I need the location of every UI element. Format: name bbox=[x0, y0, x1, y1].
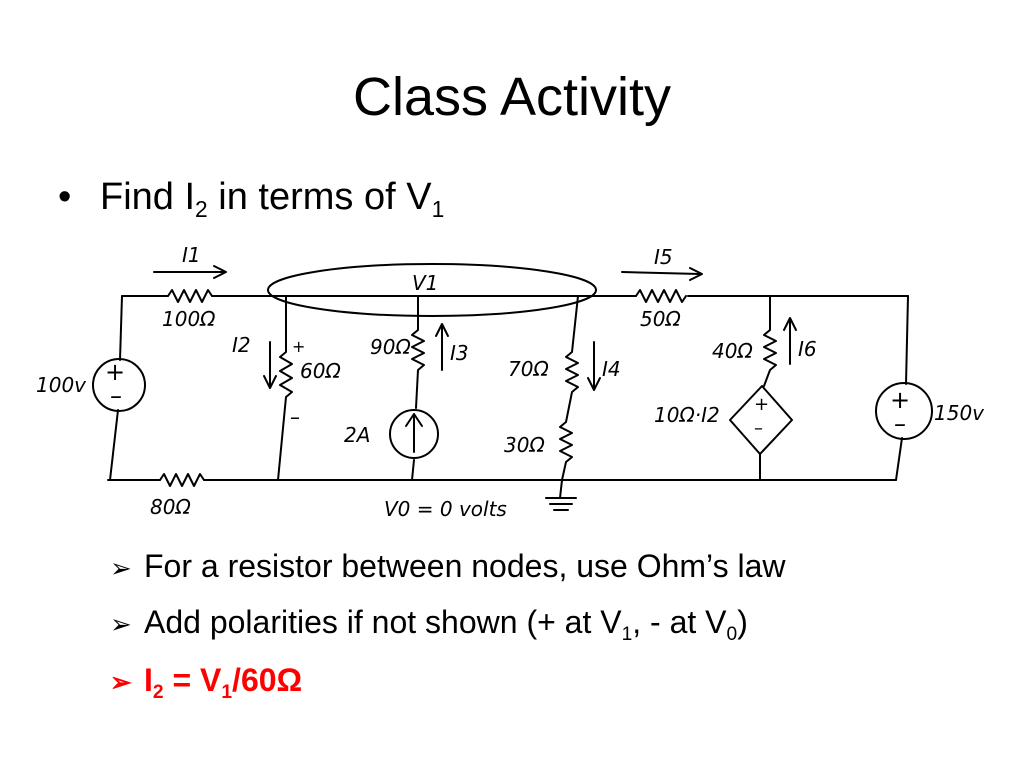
ground bbox=[545, 497, 577, 511]
source-100v bbox=[92, 358, 146, 412]
branch-70-30 bbox=[559, 295, 579, 499]
sub-bullet-ohms-law: ➢ For a resistor between nodes, use Ohm’s… bbox=[110, 546, 785, 588]
sub-bullet-text-c: ) bbox=[737, 604, 748, 640]
bullet-sub-a: 2 bbox=[195, 195, 208, 222]
plus-dep: + bbox=[754, 394, 769, 415]
resistor-50 bbox=[635, 289, 687, 303]
bullet-marker: • bbox=[58, 176, 72, 218]
branch-90 bbox=[411, 295, 425, 481]
sub-bullet-text-b: , - at V bbox=[632, 604, 727, 640]
label-100v: 100v bbox=[36, 373, 87, 397]
label-80-ohm: 80Ω bbox=[150, 495, 191, 519]
minus-60: – bbox=[290, 405, 300, 429]
main-bullet: • Find I2 in terms of V1 bbox=[58, 172, 444, 222]
label-2a: 2A bbox=[344, 423, 370, 447]
label-30-ohm: 30Ω bbox=[504, 433, 545, 457]
answer-sub-b: 1 bbox=[221, 681, 233, 703]
arrow-bullet-icon: ➢ bbox=[110, 667, 132, 697]
arrow-i2 bbox=[263, 341, 277, 389]
minus-100v: – bbox=[110, 382, 122, 410]
label-i1: I1 bbox=[182, 243, 201, 267]
label-i4: I4 bbox=[602, 357, 621, 381]
arrow-i3 bbox=[435, 323, 449, 371]
label-i3: I3 bbox=[450, 341, 469, 365]
bullet-sub-b: 1 bbox=[431, 195, 445, 222]
bullet-text-a: Find I bbox=[100, 176, 196, 218]
arrow-i6 bbox=[783, 317, 797, 365]
source-2a bbox=[389, 409, 439, 459]
minus-150v: – bbox=[894, 410, 906, 438]
arrow-2a bbox=[405, 413, 423, 453]
source-150v bbox=[875, 382, 933, 440]
sub-bullet-sub-b: 0 bbox=[726, 623, 738, 645]
label-100-ohm: 100Ω bbox=[162, 307, 216, 331]
plus-150v: + bbox=[890, 386, 910, 414]
label-70-ohm: 70Ω bbox=[508, 357, 549, 381]
sub-bullet-text: For a resistor between nodes, use Ohm’s … bbox=[144, 548, 786, 584]
arrow-bullet-icon: ➢ bbox=[110, 553, 132, 583]
arrow-bullet-icon: ➢ bbox=[110, 609, 132, 639]
label-v0: V0 = 0 volts bbox=[384, 497, 507, 521]
answer-sub-a: 2 bbox=[152, 681, 164, 703]
plus-100v: + bbox=[105, 358, 125, 386]
label-i2: I2 bbox=[232, 333, 251, 357]
label-50-ohm: 50Ω bbox=[640, 307, 681, 331]
arrow-i1 bbox=[153, 265, 227, 279]
slide-title: Class Activity bbox=[352, 67, 672, 127]
sub-bullet-polarities: ➢ Add polarities if not shown (+ at V1, -… bbox=[110, 602, 748, 644]
label-i6: I6 bbox=[798, 337, 817, 361]
minus-dep: – bbox=[754, 418, 763, 439]
sub-bullet-text-a: Add polarities if not shown (+ at V bbox=[144, 604, 622, 640]
answer-text-a: I bbox=[144, 662, 153, 698]
left-wire bbox=[109, 295, 123, 481]
label-60-ohm: 60Ω bbox=[300, 359, 341, 383]
answer-text-c: /60Ω bbox=[232, 662, 303, 698]
label-40-ohm: 40Ω bbox=[712, 339, 753, 363]
branch-60 bbox=[277, 295, 293, 481]
resistor-100 bbox=[167, 289, 213, 303]
label-90-ohm: 90Ω bbox=[370, 335, 411, 359]
resistor-80 bbox=[159, 473, 205, 487]
arrow-i5 bbox=[621, 267, 703, 281]
label-150v: 150v bbox=[934, 401, 985, 425]
sub-bullet-answer: ➢ I2 = V1/60Ω bbox=[110, 660, 302, 702]
dependent-source bbox=[729, 385, 793, 455]
sub-bullet-sub-a: 1 bbox=[621, 623, 633, 645]
label-i5: I5 bbox=[654, 245, 673, 269]
label-dependent: 10Ω·I2 bbox=[654, 403, 720, 427]
branch-40 bbox=[759, 295, 777, 481]
bullet-text-b: in terms of V bbox=[207, 176, 432, 218]
label-v1: V1 bbox=[412, 271, 438, 295]
answer-text-b: = V bbox=[163, 662, 222, 698]
arrow-i4 bbox=[587, 341, 601, 391]
plus-60: + bbox=[292, 337, 305, 356]
right-wire bbox=[895, 295, 909, 481]
v1-node-ellipse bbox=[267, 263, 597, 317]
